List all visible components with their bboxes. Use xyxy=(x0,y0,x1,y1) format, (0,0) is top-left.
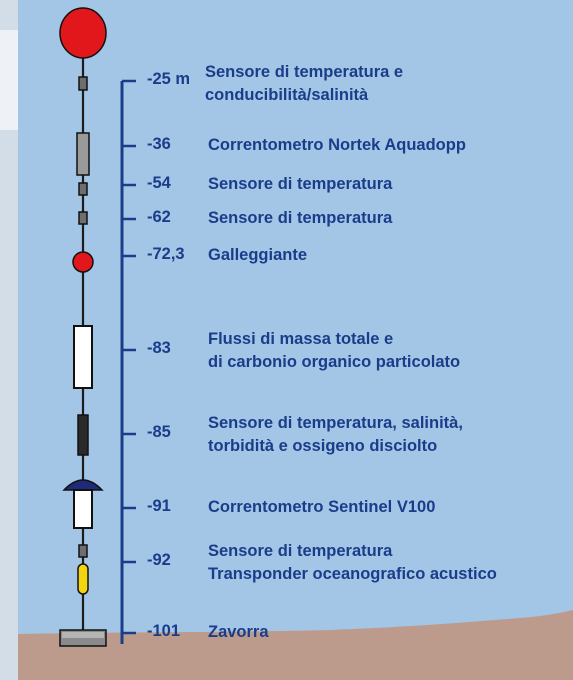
station-description: Galleggiante xyxy=(208,246,308,264)
depth-value: -91 xyxy=(147,497,171,515)
sentinel-body xyxy=(73,489,93,529)
depth-value: -36 xyxy=(147,135,171,153)
station-description: Flussi di massa totale e xyxy=(208,330,394,348)
depth-value: -92 xyxy=(147,551,171,569)
sediment-trap xyxy=(73,325,93,389)
station-description: Transponder oceanografico acustico xyxy=(208,565,497,583)
station-description: Zavorra xyxy=(208,623,269,641)
station-description: di carbonio organico particolato xyxy=(208,353,461,371)
depth-value: -72,3 xyxy=(147,245,185,263)
station-description: Sensore di temperatura e xyxy=(205,63,404,81)
station-description: Sensore di temperatura, salinità, xyxy=(208,414,463,432)
station-description: Correntometro Nortek Aquadopp xyxy=(208,136,466,154)
depth-value: -101 xyxy=(147,622,181,640)
acoustic-transponder xyxy=(77,563,89,595)
temperature-conductivity-sensor xyxy=(78,76,88,91)
depth-value: -83 xyxy=(147,339,171,357)
background-strip xyxy=(0,30,18,130)
temperature-sensor-54 xyxy=(78,182,88,196)
ballast-anchor-shade xyxy=(62,632,104,638)
surface-buoy xyxy=(59,7,107,59)
depth-value: -54 xyxy=(147,174,171,192)
depth-ticks xyxy=(122,79,136,635)
aquadopp-current-meter xyxy=(76,132,90,176)
station-description: Sensore di temperatura xyxy=(208,542,393,560)
depth-value: -62 xyxy=(147,208,171,226)
temperature-sensor-92 xyxy=(78,544,88,558)
depth-value: -25 m xyxy=(147,70,191,88)
multiparameter-sensor xyxy=(77,414,89,456)
station-description: Sensore di temperatura xyxy=(208,175,393,193)
station-description: Correntometro Sentinel V100 xyxy=(208,498,436,516)
water-area xyxy=(18,0,573,680)
depth-value: -85 xyxy=(147,423,171,441)
station-description: Sensore di temperatura xyxy=(208,209,393,227)
intermediate-float xyxy=(72,251,94,273)
temperature-sensor-62 xyxy=(78,211,88,225)
station-description: conducibilità/salinità xyxy=(205,86,369,104)
seabed xyxy=(18,610,573,680)
station-description: torbidità e ossigeno disciolto xyxy=(208,437,438,455)
sentinel-head xyxy=(62,479,104,491)
